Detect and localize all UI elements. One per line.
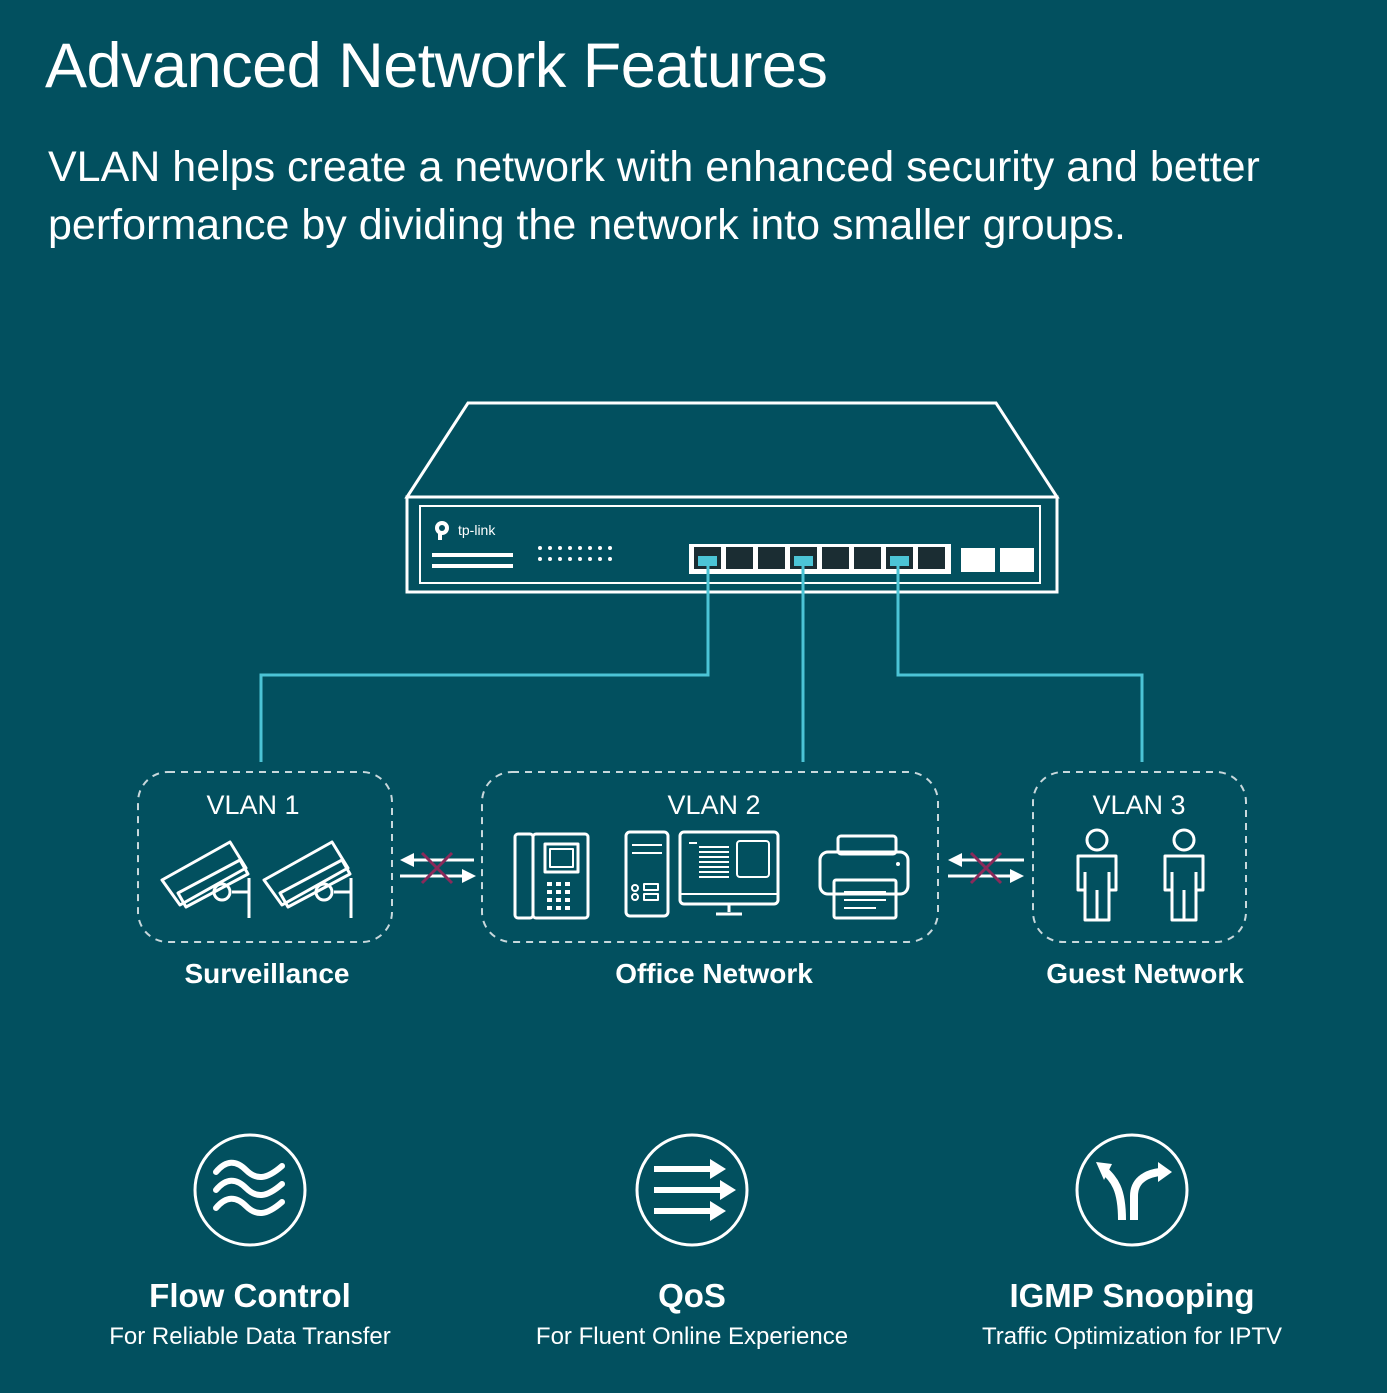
- feature-flow-control: Flow Control For Reliable Data Transfer: [30, 1132, 470, 1352]
- camera-icon: [160, 840, 251, 918]
- vlan-2-group: [481, 771, 939, 943]
- vlan-3-group: [1032, 771, 1247, 943]
- vlan-links: [259, 566, 1144, 762]
- feature-qos: QoS For Fluent Online Experience: [472, 1132, 912, 1352]
- person-icon: [1076, 828, 1118, 922]
- switch-brand: tp-link: [458, 522, 496, 538]
- network-switch: tp-link: [404, 401, 1060, 594]
- blocked-traffic-2: [948, 851, 1024, 885]
- vlan-2-label: VLAN 2: [667, 790, 761, 820]
- blocked-traffic-1: [400, 851, 476, 885]
- split-path-icon: [1075, 1133, 1189, 1247]
- feature-title: IGMP Snooping: [1009, 1277, 1255, 1314]
- feature-title: QoS: [658, 1277, 726, 1314]
- feature-subtitle: Traffic Optimization for IPTV: [981, 1323, 1283, 1350]
- ip-phone-icon: [513, 832, 590, 920]
- page-subtitle: VLAN helps create a network with enhance…: [48, 143, 1260, 249]
- person-icon: [1163, 828, 1205, 922]
- feature-igmp-snooping: IGMP Snooping Traffic Optimization for I…: [912, 1132, 1352, 1352]
- page-title: Advanced Network Features: [45, 31, 828, 101]
- feature-subtitle: For Fluent Online Experience: [535, 1323, 849, 1350]
- camera-icon: [262, 840, 353, 918]
- arrows-right-icon: [635, 1133, 749, 1247]
- waves-icon: [193, 1133, 307, 1247]
- tp-link-logo: tp-link: [435, 521, 496, 540]
- vlan-1-label: VLAN 1: [206, 790, 300, 820]
- vlan-3-caption: Guest Network: [1046, 958, 1244, 989]
- vlan-1-caption: Surveillance: [184, 958, 350, 989]
- feature-subtitle: For Reliable Data Transfer: [109, 1323, 391, 1350]
- vlan-1-group: [137, 771, 393, 943]
- vlan-3-label: VLAN 3: [1092, 790, 1186, 820]
- status-leds: [538, 546, 612, 561]
- desktop-computer-icon: [624, 830, 780, 918]
- printer-icon: [818, 834, 910, 920]
- vlan-2-caption: Office Network: [615, 958, 813, 989]
- sfp-port: [1000, 548, 1034, 572]
- feature-title: Flow Control: [149, 1277, 351, 1314]
- sfp-port: [961, 548, 995, 572]
